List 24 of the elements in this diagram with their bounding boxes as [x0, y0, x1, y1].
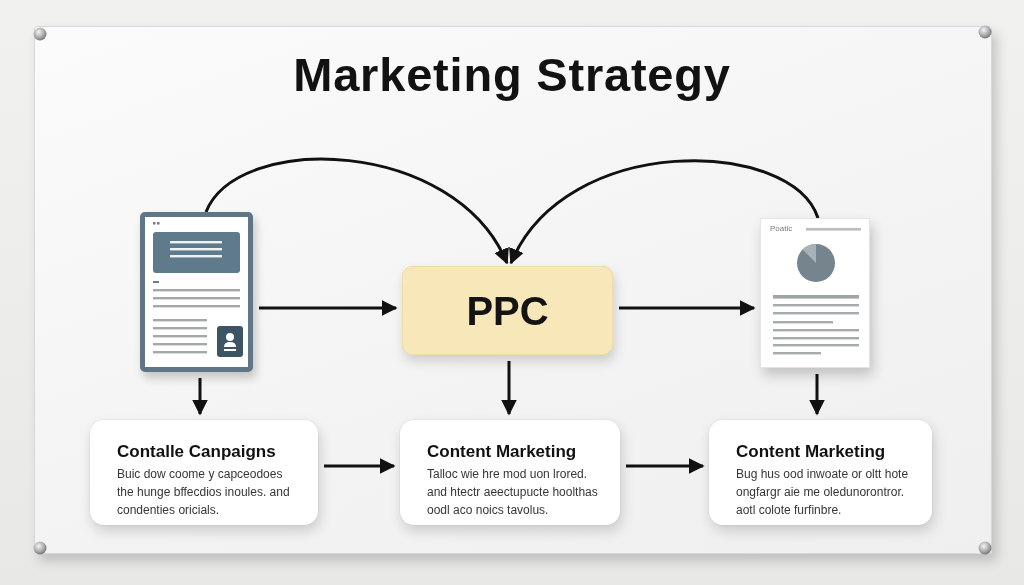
arrow — [501, 361, 517, 416]
card-heading: Content Marketing — [427, 441, 577, 463]
curved-arrow — [204, 157, 509, 265]
info-card — [709, 420, 932, 525]
report-illustration — [760, 218, 870, 368]
arrow — [192, 378, 208, 416]
info-card — [90, 420, 318, 525]
info-card — [400, 420, 620, 525]
arrow — [626, 458, 705, 474]
node-title: PPC — [466, 287, 549, 334]
document-illustration — [140, 212, 253, 372]
card-heading: Content Marketing — [736, 441, 886, 463]
diagram-title: Marketing Strategy — [293, 48, 731, 102]
arrow — [809, 374, 825, 416]
document-heading: Poatic — [770, 224, 793, 234]
card-description: Talloc wie hre mod uon lrored. and htectr aeectupucte hoolthas oodl aco noics tavolus. — [427, 466, 599, 519]
arrow — [259, 300, 398, 316]
arrow — [619, 300, 756, 316]
highlight-box — [402, 266, 613, 355]
curved-arrow — [509, 159, 820, 265]
card-description: Bug hus ood inwoate or oltt hote ongfargr aie me oledunorontror. aotl colote furfinbre. — [736, 466, 910, 519]
card-description: Buic dow coome y capceodoes the hunge bffecdios inoules. and condenties oricials. — [117, 466, 291, 519]
arrow — [324, 458, 396, 474]
card-heading: Contalle Canpaigns — [117, 441, 276, 463]
